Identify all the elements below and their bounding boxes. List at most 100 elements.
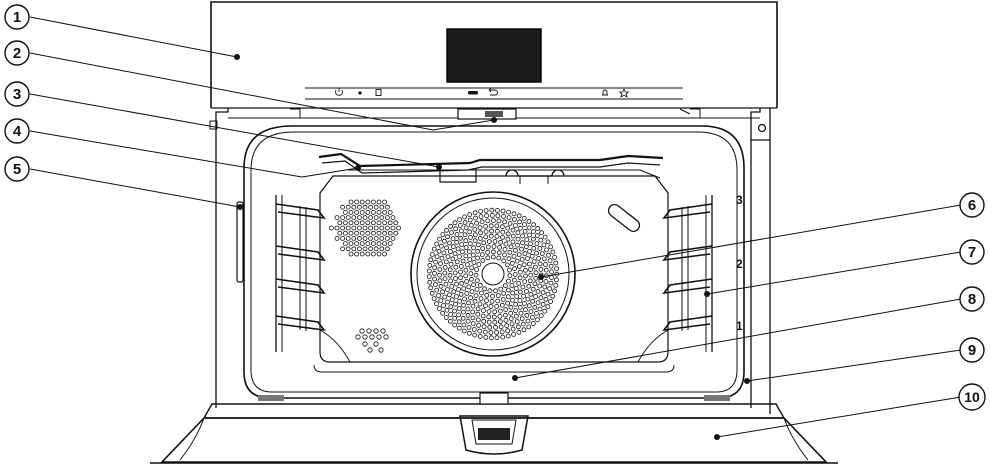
vent-hole xyxy=(348,220,354,226)
vent-hole xyxy=(505,278,511,284)
power-icon[interactable] xyxy=(335,88,343,96)
vent-hole xyxy=(531,245,537,251)
vent-hole xyxy=(369,334,375,340)
vent-hole xyxy=(495,293,501,299)
note-icon[interactable] xyxy=(375,89,382,96)
vent-hole xyxy=(390,215,396,221)
vent-hole xyxy=(466,324,472,330)
vent-hole xyxy=(465,312,471,318)
vent-hole xyxy=(507,273,513,279)
vent-hole xyxy=(498,324,504,330)
vent-hole xyxy=(533,264,538,270)
vent-hole xyxy=(499,302,505,308)
vent-hole xyxy=(328,225,334,231)
vent-hole xyxy=(456,286,461,292)
vent-hole xyxy=(497,319,503,325)
vent-hole xyxy=(440,289,446,295)
vent-hole xyxy=(465,306,471,312)
vent-hole xyxy=(461,322,467,328)
vent-hole xyxy=(448,261,454,267)
oven-frame xyxy=(209,108,771,414)
vent-hole xyxy=(351,215,357,221)
vent-hole xyxy=(491,244,497,250)
vent-hole xyxy=(524,237,530,243)
vent-hole xyxy=(380,328,386,334)
vent-hole xyxy=(387,209,393,215)
vent-hole xyxy=(437,272,443,278)
vent-hole xyxy=(489,298,495,304)
vent-hole xyxy=(478,230,484,236)
vent-hole xyxy=(527,278,533,284)
vent-hole xyxy=(390,225,396,231)
vent-hole xyxy=(527,261,532,267)
vent-hole xyxy=(490,218,496,224)
vent-hole xyxy=(454,259,460,265)
vent-hole xyxy=(494,228,500,234)
vent-hole xyxy=(454,232,460,237)
vent-hole xyxy=(493,288,498,294)
vent-hole xyxy=(376,241,382,247)
vent-hole xyxy=(494,223,500,229)
vent-hole xyxy=(486,314,492,320)
vent-hole xyxy=(487,324,493,330)
display-bar-icon[interactable] xyxy=(468,91,478,95)
vent-hole xyxy=(463,245,469,250)
vent-hole xyxy=(466,330,472,336)
vent-hole xyxy=(545,291,551,297)
vent-hole xyxy=(477,235,483,241)
dot-indicator-icon[interactable] xyxy=(358,91,362,95)
vent-hole xyxy=(393,220,399,226)
vent-hole xyxy=(543,262,548,267)
vent-hole xyxy=(342,241,348,247)
vent-hole xyxy=(368,225,374,231)
vent-hole xyxy=(516,280,522,286)
vent-hole xyxy=(462,220,468,225)
vent-hole xyxy=(431,270,437,276)
vent-hole xyxy=(494,335,500,341)
vent-hole xyxy=(496,255,502,261)
vent-hole xyxy=(543,296,549,302)
vent-hole xyxy=(475,306,481,312)
vent-hole xyxy=(509,321,515,327)
vent-hole xyxy=(536,255,541,261)
vent-hole xyxy=(505,294,511,300)
vent-hole xyxy=(475,317,481,323)
bell-icon[interactable] xyxy=(602,89,608,96)
vent-hole xyxy=(475,248,481,254)
vent-hole xyxy=(504,262,510,268)
vent-hole xyxy=(450,256,456,262)
vent-hole xyxy=(348,209,354,215)
vent-hole xyxy=(525,296,531,302)
vent-hole xyxy=(528,272,534,278)
vent-hole xyxy=(376,199,382,205)
vent-hole xyxy=(447,249,453,254)
back-arrow-icon[interactable] xyxy=(488,87,498,96)
vent-hole xyxy=(382,241,388,247)
vent-hole xyxy=(486,239,492,245)
vent-hole xyxy=(538,313,544,319)
vent-hole xyxy=(376,220,382,226)
vent-hole xyxy=(512,271,518,277)
vent-hole xyxy=(525,318,531,324)
vent-hole xyxy=(515,236,521,242)
vent-hole xyxy=(505,225,511,231)
vent-hole xyxy=(365,230,371,236)
vent-hole xyxy=(442,264,448,270)
vent-hole xyxy=(502,219,508,225)
vent-hole xyxy=(362,215,368,221)
vent-hole xyxy=(467,241,473,247)
vent-hole xyxy=(482,286,488,292)
vent-hole xyxy=(541,256,547,262)
vent-hole xyxy=(354,251,360,257)
door-handle-latch xyxy=(459,415,529,455)
vent-hole xyxy=(483,208,489,214)
vent-hole xyxy=(359,251,365,257)
vent-hole xyxy=(525,256,530,262)
vent-hole xyxy=(507,220,513,226)
vent-hole xyxy=(467,257,473,262)
star-icon[interactable] xyxy=(618,87,630,98)
vent-hole xyxy=(492,239,498,244)
vent-hole xyxy=(534,241,540,247)
vent-hole xyxy=(337,220,343,226)
vent-hole xyxy=(342,209,348,215)
